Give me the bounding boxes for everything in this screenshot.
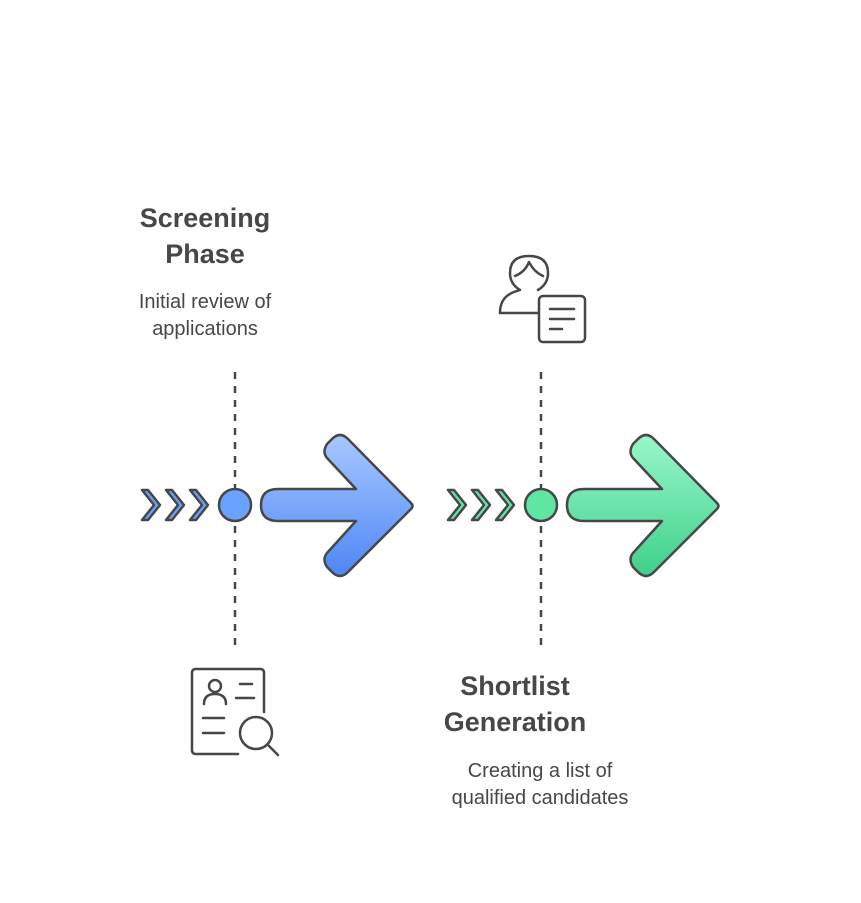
candidate-document-icon [498, 254, 587, 344]
step-screening [140, 372, 414, 652]
arrow-right-icon [565, 433, 720, 578]
chevrons-icon [446, 488, 516, 522]
step-description-screening: Initial review of applications [138, 291, 272, 340]
arrow-right-icon [259, 433, 414, 578]
step-node-2 [523, 487, 559, 523]
step-node-1 [217, 487, 253, 523]
step-title-shortlist: Shortlist Generation [443, 671, 587, 737]
resume-search-icon [190, 667, 280, 757]
step-description-shortlist: Creating a list of qualified candidates [451, 760, 629, 809]
chevrons-icon [140, 488, 210, 522]
step-shortlist [446, 372, 720, 652]
step-title-screening: Screening Phase [139, 203, 271, 269]
